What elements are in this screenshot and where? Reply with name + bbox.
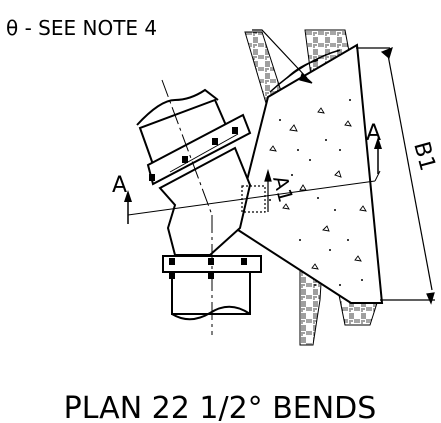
- upper-flange-bolts: [149, 127, 238, 181]
- upper-pipe: [136, 88, 252, 186]
- b1-dimension-line: [356, 46, 435, 305]
- concrete-speckles: [269, 107, 367, 270]
- lower-flange-bolts: [169, 258, 247, 279]
- section-line: [127, 170, 381, 216]
- thrust-block: [233, 43, 384, 304]
- section-mark-left: A: [112, 173, 127, 198]
- section-arrow-left: [124, 190, 132, 224]
- section-mark-right: A: [366, 121, 381, 146]
- dimension-b1: B1: [408, 139, 440, 174]
- pipe-centerlines: [161, 79, 213, 335]
- note-leader: [252, 29, 313, 84]
- note-label: θ - SEE NOTE 4: [6, 16, 157, 40]
- section-arrow-right: [374, 137, 382, 174]
- drawing-caption: PLAN 22 1/2° BENDS: [64, 391, 377, 423]
- a1-dimension-box: [241, 168, 272, 213]
